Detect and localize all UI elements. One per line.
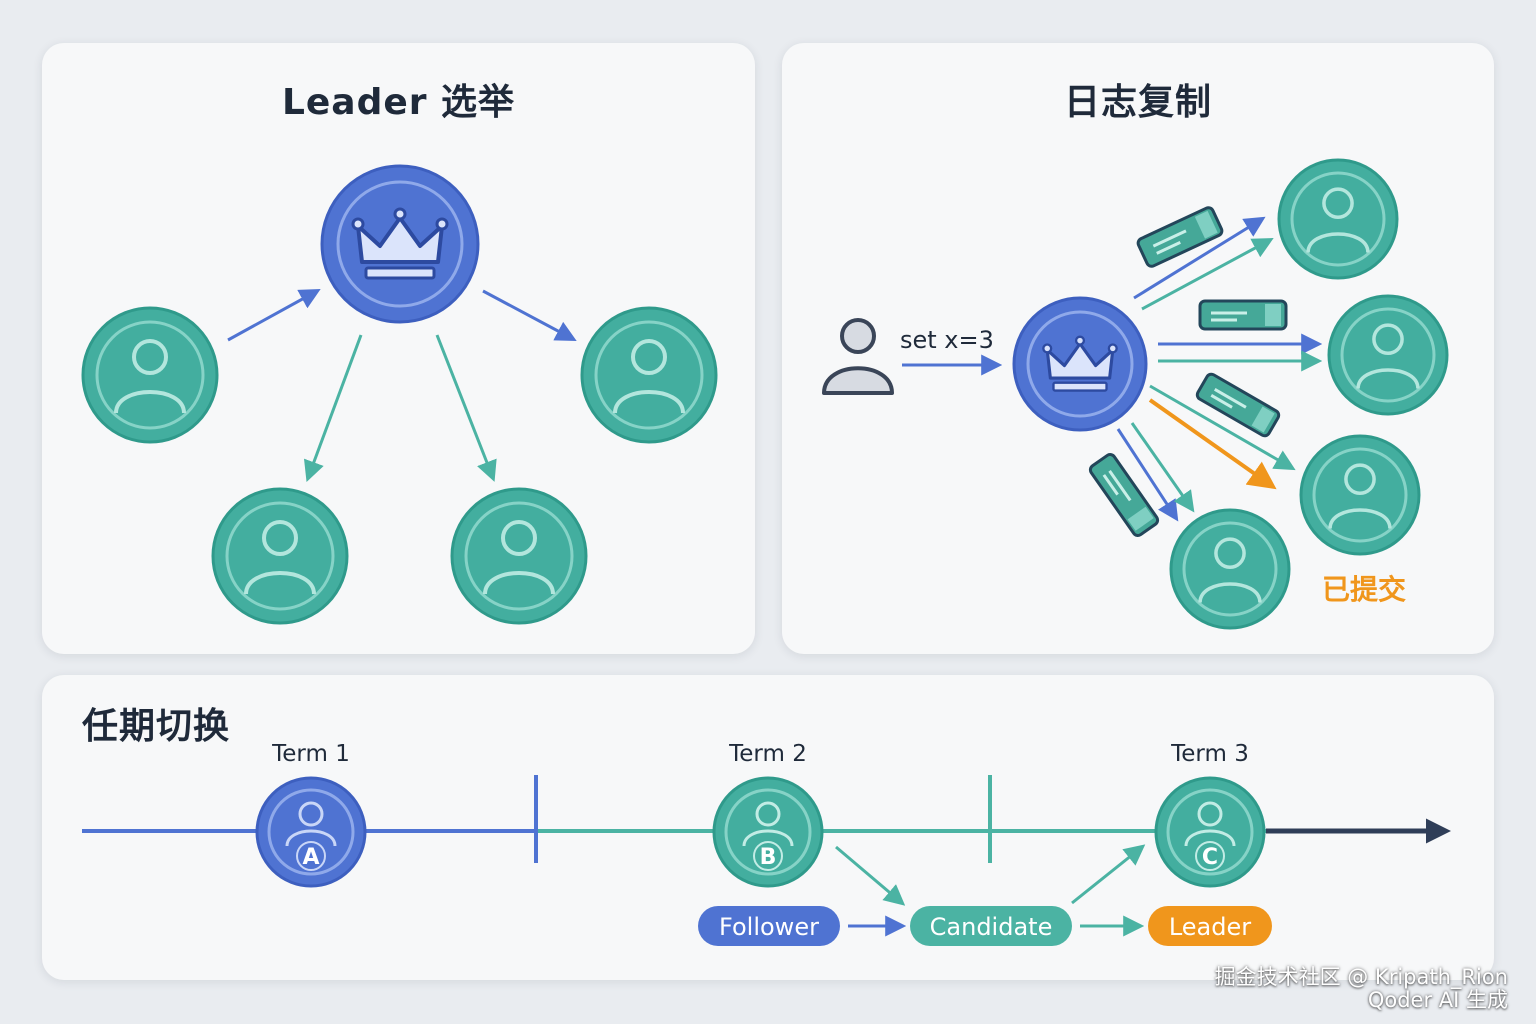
watermark: 掘金技术社区 @ Kripath_Rion Qoder AI 生成 — [1215, 966, 1508, 1012]
log-replication-panel: 日志复制 set x=3 — [782, 43, 1494, 654]
transition-arrow — [1071, 844, 1146, 905]
replicate-arrow — [1116, 428, 1179, 522]
state-label: Leader — [1169, 913, 1251, 941]
person-icon — [483, 520, 555, 595]
watermark-generator: Qoder AI 生成 — [1367, 988, 1508, 1012]
state-pill-leader: Leader — [1148, 906, 1272, 946]
person-icon — [244, 520, 316, 595]
follower-node — [81, 306, 219, 444]
state-label: Follower — [719, 913, 819, 941]
person-icon — [1306, 187, 1370, 253]
follower-node — [1299, 434, 1421, 556]
follower-node — [1327, 294, 1449, 416]
transition-arrow — [835, 845, 906, 906]
leader-node — [1012, 296, 1148, 432]
node-id: A — [302, 845, 319, 870]
follower-node — [450, 487, 588, 625]
term-node-a: A — [255, 776, 367, 888]
client-command: set x=3 — [900, 326, 994, 354]
follower-node — [211, 487, 349, 625]
state-label: Candidate — [930, 913, 1053, 941]
node-id: C — [1202, 845, 1218, 870]
term-node-b: B — [712, 776, 824, 888]
replicate-arrow — [1130, 422, 1195, 513]
watermark-source: 掘金技术社区 @ Kripath_Rion — [1214, 965, 1508, 989]
leader-election-title: Leader 选举 — [281, 82, 516, 123]
log-replication-title: 日志复制 — [1063, 82, 1212, 123]
crown-icon — [351, 207, 449, 280]
replicate-arrow — [1149, 384, 1296, 471]
person-icon — [1328, 463, 1392, 529]
committed-label: 已提交 — [1322, 573, 1406, 606]
leader-election-panel: Leader 选举 — [42, 43, 755, 654]
person-icon — [1356, 323, 1420, 389]
person-icon — [742, 801, 794, 847]
replicate-arrow — [1133, 216, 1266, 300]
person-icon — [613, 339, 685, 414]
person-icon — [114, 339, 186, 414]
person-icon — [285, 801, 337, 847]
crown-icon — [1042, 335, 1118, 392]
person-icon — [1198, 537, 1262, 603]
term-label: Term 1 — [271, 741, 350, 767]
client-icon — [822, 318, 894, 395]
replicate-arrow — [1141, 238, 1274, 311]
leader-election-diagram — [81, 164, 718, 625]
follower-node — [580, 306, 718, 444]
log-entry-icon — [1088, 453, 1160, 537]
heartbeat-arrow — [303, 334, 363, 482]
log-entry-icon — [1136, 206, 1224, 268]
follower-node — [1169, 508, 1291, 630]
follower-node — [1277, 158, 1399, 280]
leader-node — [320, 164, 480, 324]
term-label: Term 3 — [1170, 741, 1249, 767]
person-icon — [1184, 801, 1236, 847]
commit-arrow — [1148, 398, 1277, 490]
term-label: Term 2 — [728, 741, 807, 767]
node-id: B — [760, 845, 777, 870]
heartbeat-arrow — [482, 289, 577, 341]
heartbeat-arrow — [435, 334, 497, 482]
state-pill-candidate: Candidate — [910, 906, 1072, 946]
term-node-c: C — [1154, 776, 1266, 888]
term-switch-panel: 任期切换 Term 1 Term 2 Term 3 A — [42, 675, 1494, 980]
log-replication-diagram: set x=3 — [822, 158, 1449, 630]
vote-arrow — [227, 288, 321, 342]
term-timeline: Term 1 Term 2 Term 3 A — [82, 741, 1451, 946]
log-entry-icon — [1198, 299, 1288, 331]
term-switch-title: 任期切换 — [82, 706, 231, 747]
log-entry-icon — [1195, 372, 1281, 438]
state-pill-follower: Follower — [698, 906, 840, 946]
